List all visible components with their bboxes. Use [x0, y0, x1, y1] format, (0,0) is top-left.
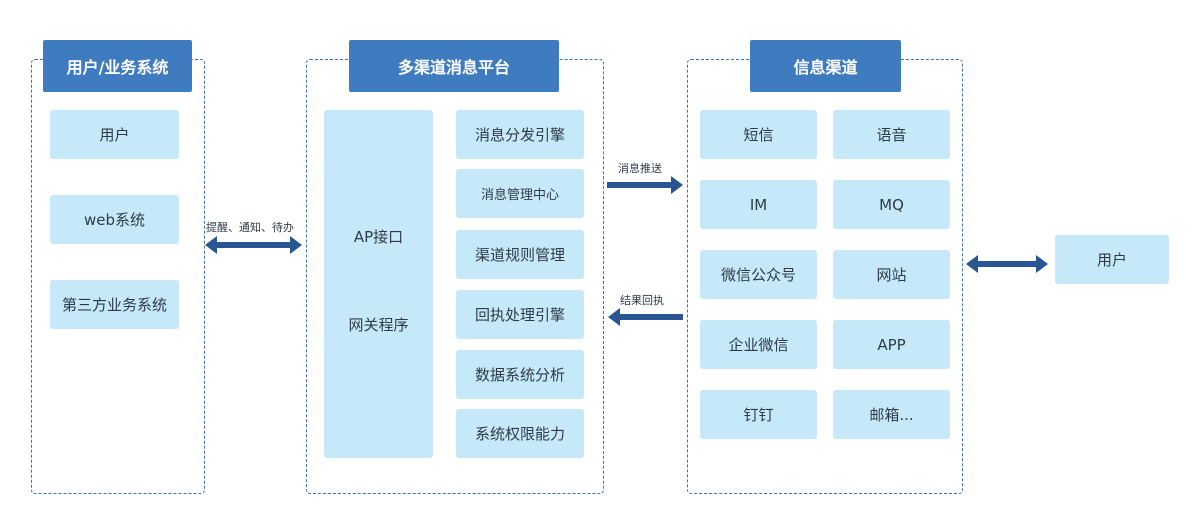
message-push-label: 消息推送: [618, 162, 662, 175]
message-push-arrow: [607, 176, 683, 194]
left-item-web-system: web系统: [50, 195, 179, 244]
channel-mq: MQ: [833, 180, 950, 229]
left-item-third-party-system: 第三方业务系统: [50, 280, 179, 329]
multichannel-platform-header: 多渠道消息平台: [349, 40, 559, 92]
channel-wechat-official: 微信公众号: [700, 250, 817, 299]
left-item-user: 用户: [50, 110, 179, 159]
channel-app: APP: [833, 320, 950, 369]
result-receipt-label: 结果回执: [620, 294, 664, 307]
info-channels-header: 信息渠道: [750, 40, 901, 92]
user-business-system-header: 用户/业务系统: [43, 40, 192, 92]
gateway-program-label: 网关程序: [348, 316, 409, 334]
api-interface-label: AP接口: [353, 228, 404, 246]
right-double-arrow: [966, 255, 1048, 273]
reminder-notice-todo-label: 提醒、通知、待办: [206, 221, 294, 234]
module-permission-capability: 系统权限能力: [456, 409, 584, 458]
channel-voice: 语音: [833, 110, 950, 159]
channel-dingtalk: 钉钉: [700, 390, 817, 439]
channel-website: 网站: [833, 250, 950, 299]
module-message-management: 消息管理中心: [456, 169, 584, 218]
channel-sms: 短信: [700, 110, 817, 159]
channel-email: 邮箱...: [833, 390, 950, 439]
module-data-analysis: 数据系统分析: [456, 350, 584, 399]
module-channel-rules: 渠道规则管理: [456, 230, 584, 279]
module-receipt-engine: 回执处理引擎: [456, 290, 584, 339]
module-dispatch-engine: 消息分发引擎: [456, 110, 584, 159]
api-gateway-box: AP接口 网关程序: [324, 110, 433, 458]
external-user-box: 用户: [1055, 235, 1169, 284]
result-receipt-arrow: [608, 308, 683, 326]
channel-im: IM: [700, 180, 817, 229]
channel-wecom: 企业微信: [700, 320, 817, 369]
left-double-arrow: [205, 236, 302, 254]
